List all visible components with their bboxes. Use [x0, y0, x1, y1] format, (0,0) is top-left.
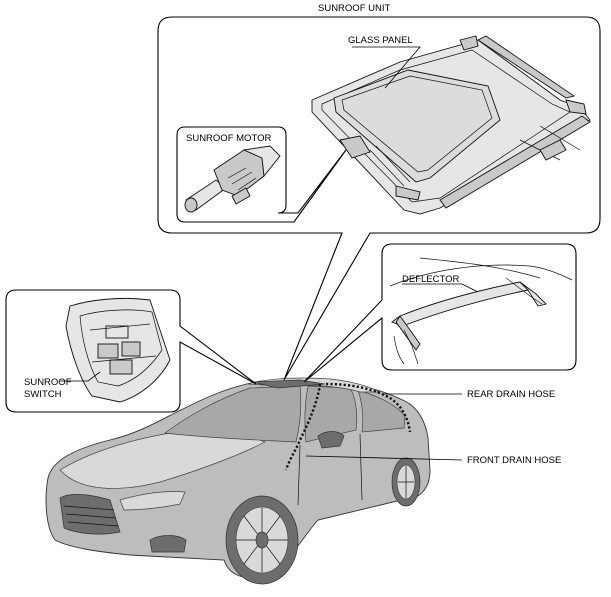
sunroof-switch-label-line2: SWITCH: [24, 389, 62, 400]
car-illustration: [45, 377, 431, 585]
deflector-label: DEFLECTOR: [402, 274, 460, 285]
sunroof-unit-label: SUNROOF UNIT: [318, 3, 391, 14]
sunroof-motor: [184, 145, 281, 213]
glass-panel-label: GLASS PANEL: [348, 35, 413, 46]
deflector-callout: DEFLECTOR: [303, 243, 577, 383]
rear-drain-hose-path: [325, 382, 412, 433]
rear-drain-hose-label: REAR DRAIN HOSE: [467, 389, 555, 400]
glass-panel: [333, 69, 501, 183]
sunroof-switch: [65, 297, 171, 403]
sunroof-switch-label-line1: SUNROOF: [24, 377, 72, 388]
front-drain-hose-label: FRONT DRAIN HOSE: [467, 455, 561, 466]
sunroof-frame: [311, 35, 591, 215]
sunroof-switch-callout: SUNROOF SWITCH: [5, 289, 257, 413]
front-drain-hose-leader: [305, 455, 463, 461]
deflector: [389, 257, 573, 365]
sunroof-motor-label: SUNROOF MOTOR: [186, 133, 271, 144]
sunroof-unit-callout: SUNROOF UNIT GLASS PANEL SUNROOF MOTOR: [157, 3, 601, 381]
